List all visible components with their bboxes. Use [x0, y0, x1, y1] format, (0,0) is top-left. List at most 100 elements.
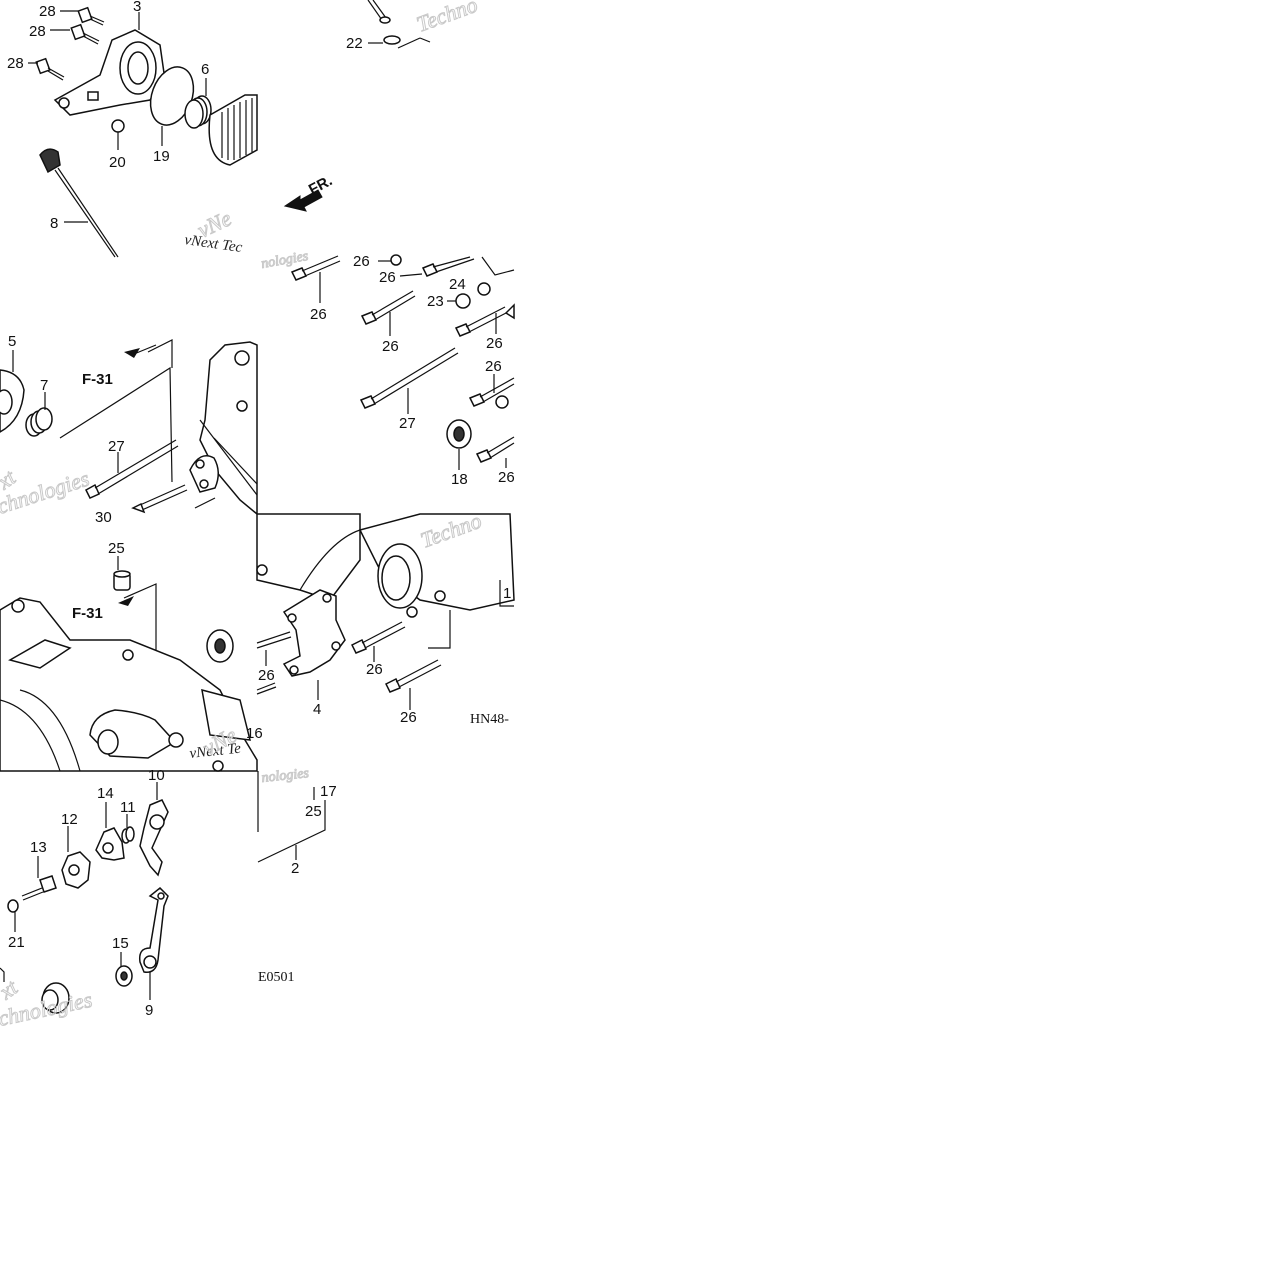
- part-label: 23: [427, 293, 444, 310]
- washer-part: [383, 35, 401, 45]
- drawing-code: E0501: [258, 970, 295, 985]
- part-label: 26: [258, 667, 275, 684]
- part-label: 27: [399, 415, 416, 432]
- side-cover-part: [189, 341, 258, 516]
- part-label: 28: [39, 3, 56, 20]
- part-label: 17: [320, 783, 337, 800]
- part-label: 13: [30, 839, 47, 856]
- tile-bracket: [256, 513, 515, 710]
- part-label: 26: [353, 253, 370, 270]
- washer-part: [7, 899, 19, 913]
- bearing-part: [0, 369, 25, 433]
- part-label: 9: [145, 1002, 153, 1019]
- tile-filter-housing: [28, 6, 258, 258]
- part-label: 4: [313, 701, 321, 718]
- bolt-icon: [468, 377, 515, 407]
- bolt-icon: [256, 631, 292, 649]
- long-bolt-part: [359, 347, 459, 409]
- bracket-plate-part: [282, 589, 346, 677]
- stopper-arm-part: [95, 827, 125, 861]
- part-label: 7: [40, 377, 48, 394]
- tile-assembly-ref: [257, 771, 326, 863]
- part-label: 26: [366, 661, 383, 678]
- part-label: 24: [449, 276, 466, 293]
- bolt-icon: [421, 256, 475, 277]
- spring-part: [184, 95, 212, 129]
- watermark-text: xt: [0, 974, 23, 1005]
- dowel-pin-part: [113, 570, 131, 591]
- bolt-icon: [360, 290, 416, 325]
- bearing-part: [446, 419, 472, 449]
- filter-housing-part: [53, 29, 166, 116]
- tile-bolts: [290, 254, 515, 470]
- front-direction-arrow-icon: [283, 189, 323, 212]
- part-label: 14: [97, 785, 114, 802]
- part-label: 26: [310, 306, 327, 323]
- part-label: 16: [246, 725, 263, 742]
- washer-part: [111, 119, 125, 133]
- watermark-text: nologies: [261, 766, 310, 786]
- part-label: 8: [50, 215, 58, 232]
- watermark-text: chnologies: [0, 466, 92, 519]
- shift-drum-cam-part: [139, 799, 169, 877]
- part-label: 26: [379, 269, 396, 286]
- bolt-icon: [256, 682, 277, 695]
- reference-bracket: [59, 366, 173, 483]
- oil-seal-part: [206, 629, 234, 663]
- part-label: 26: [485, 358, 502, 375]
- part-label: 25: [305, 803, 322, 820]
- part-label: 1: [503, 585, 511, 602]
- tile-front-arrow: [283, 0, 431, 212]
- figure-reference-label: F-31: [82, 371, 113, 388]
- long-bolt-part: [85, 439, 179, 499]
- tile-shift-parts: [0, 782, 169, 1014]
- part-label: 28: [29, 23, 46, 40]
- part-label: 26: [400, 709, 417, 726]
- bolt-icon: [35, 57, 65, 81]
- bolt-icon: [131, 484, 188, 514]
- part-label: 11: [120, 799, 136, 816]
- shift-plate-part: [61, 851, 91, 889]
- bolt-icon: [454, 306, 509, 337]
- bolt-icon: [475, 436, 515, 463]
- part-label: 5: [8, 333, 16, 350]
- part-label: 28: [7, 55, 24, 72]
- watermark-text: vNext Te: [189, 741, 242, 762]
- part-label: 27: [108, 438, 125, 455]
- shift-arm-part: [138, 886, 169, 973]
- part-label: 20: [109, 154, 126, 171]
- part-label: 19: [153, 148, 170, 165]
- bolt-icon: [70, 23, 100, 45]
- part-label: 18: [451, 471, 468, 488]
- crankcase-part: [0, 597, 258, 772]
- part-label: 3: [133, 0, 141, 15]
- part-label: 10: [148, 767, 165, 784]
- part-number-labels: 28 28 28 3 6 20 19 8 22 FR. 26 26 26 24 …: [7, 0, 515, 1019]
- washer-part: [477, 282, 491, 296]
- part-label: 6: [201, 61, 209, 78]
- figure-reference-label: F-31: [72, 605, 103, 622]
- spring-part: [121, 826, 135, 844]
- collar-part: [41, 982, 70, 1014]
- drawing-code: HN48-: [470, 712, 509, 727]
- oil-seal-part: [115, 965, 133, 987]
- bolt-icon: [350, 621, 406, 654]
- bolt-icon: [290, 255, 341, 281]
- bolt-icon: [384, 659, 442, 693]
- nut-part: [455, 293, 471, 309]
- part-label: 15: [112, 935, 129, 952]
- part-label: 30: [95, 509, 112, 526]
- part-label: 21: [8, 934, 25, 951]
- spring-part: [25, 407, 53, 437]
- engine-case-part: [256, 513, 515, 618]
- part-label: 22: [346, 35, 363, 52]
- bolt-icon: [21, 875, 57, 901]
- watermark-text: Techno: [413, 0, 481, 37]
- part-label: 2: [291, 860, 299, 877]
- bolt-icon: [77, 6, 105, 26]
- part-label: 26: [498, 469, 515, 486]
- part-label: 26: [486, 335, 503, 352]
- part-label: 25: [108, 540, 125, 557]
- tile-cover-left: [0, 339, 258, 516]
